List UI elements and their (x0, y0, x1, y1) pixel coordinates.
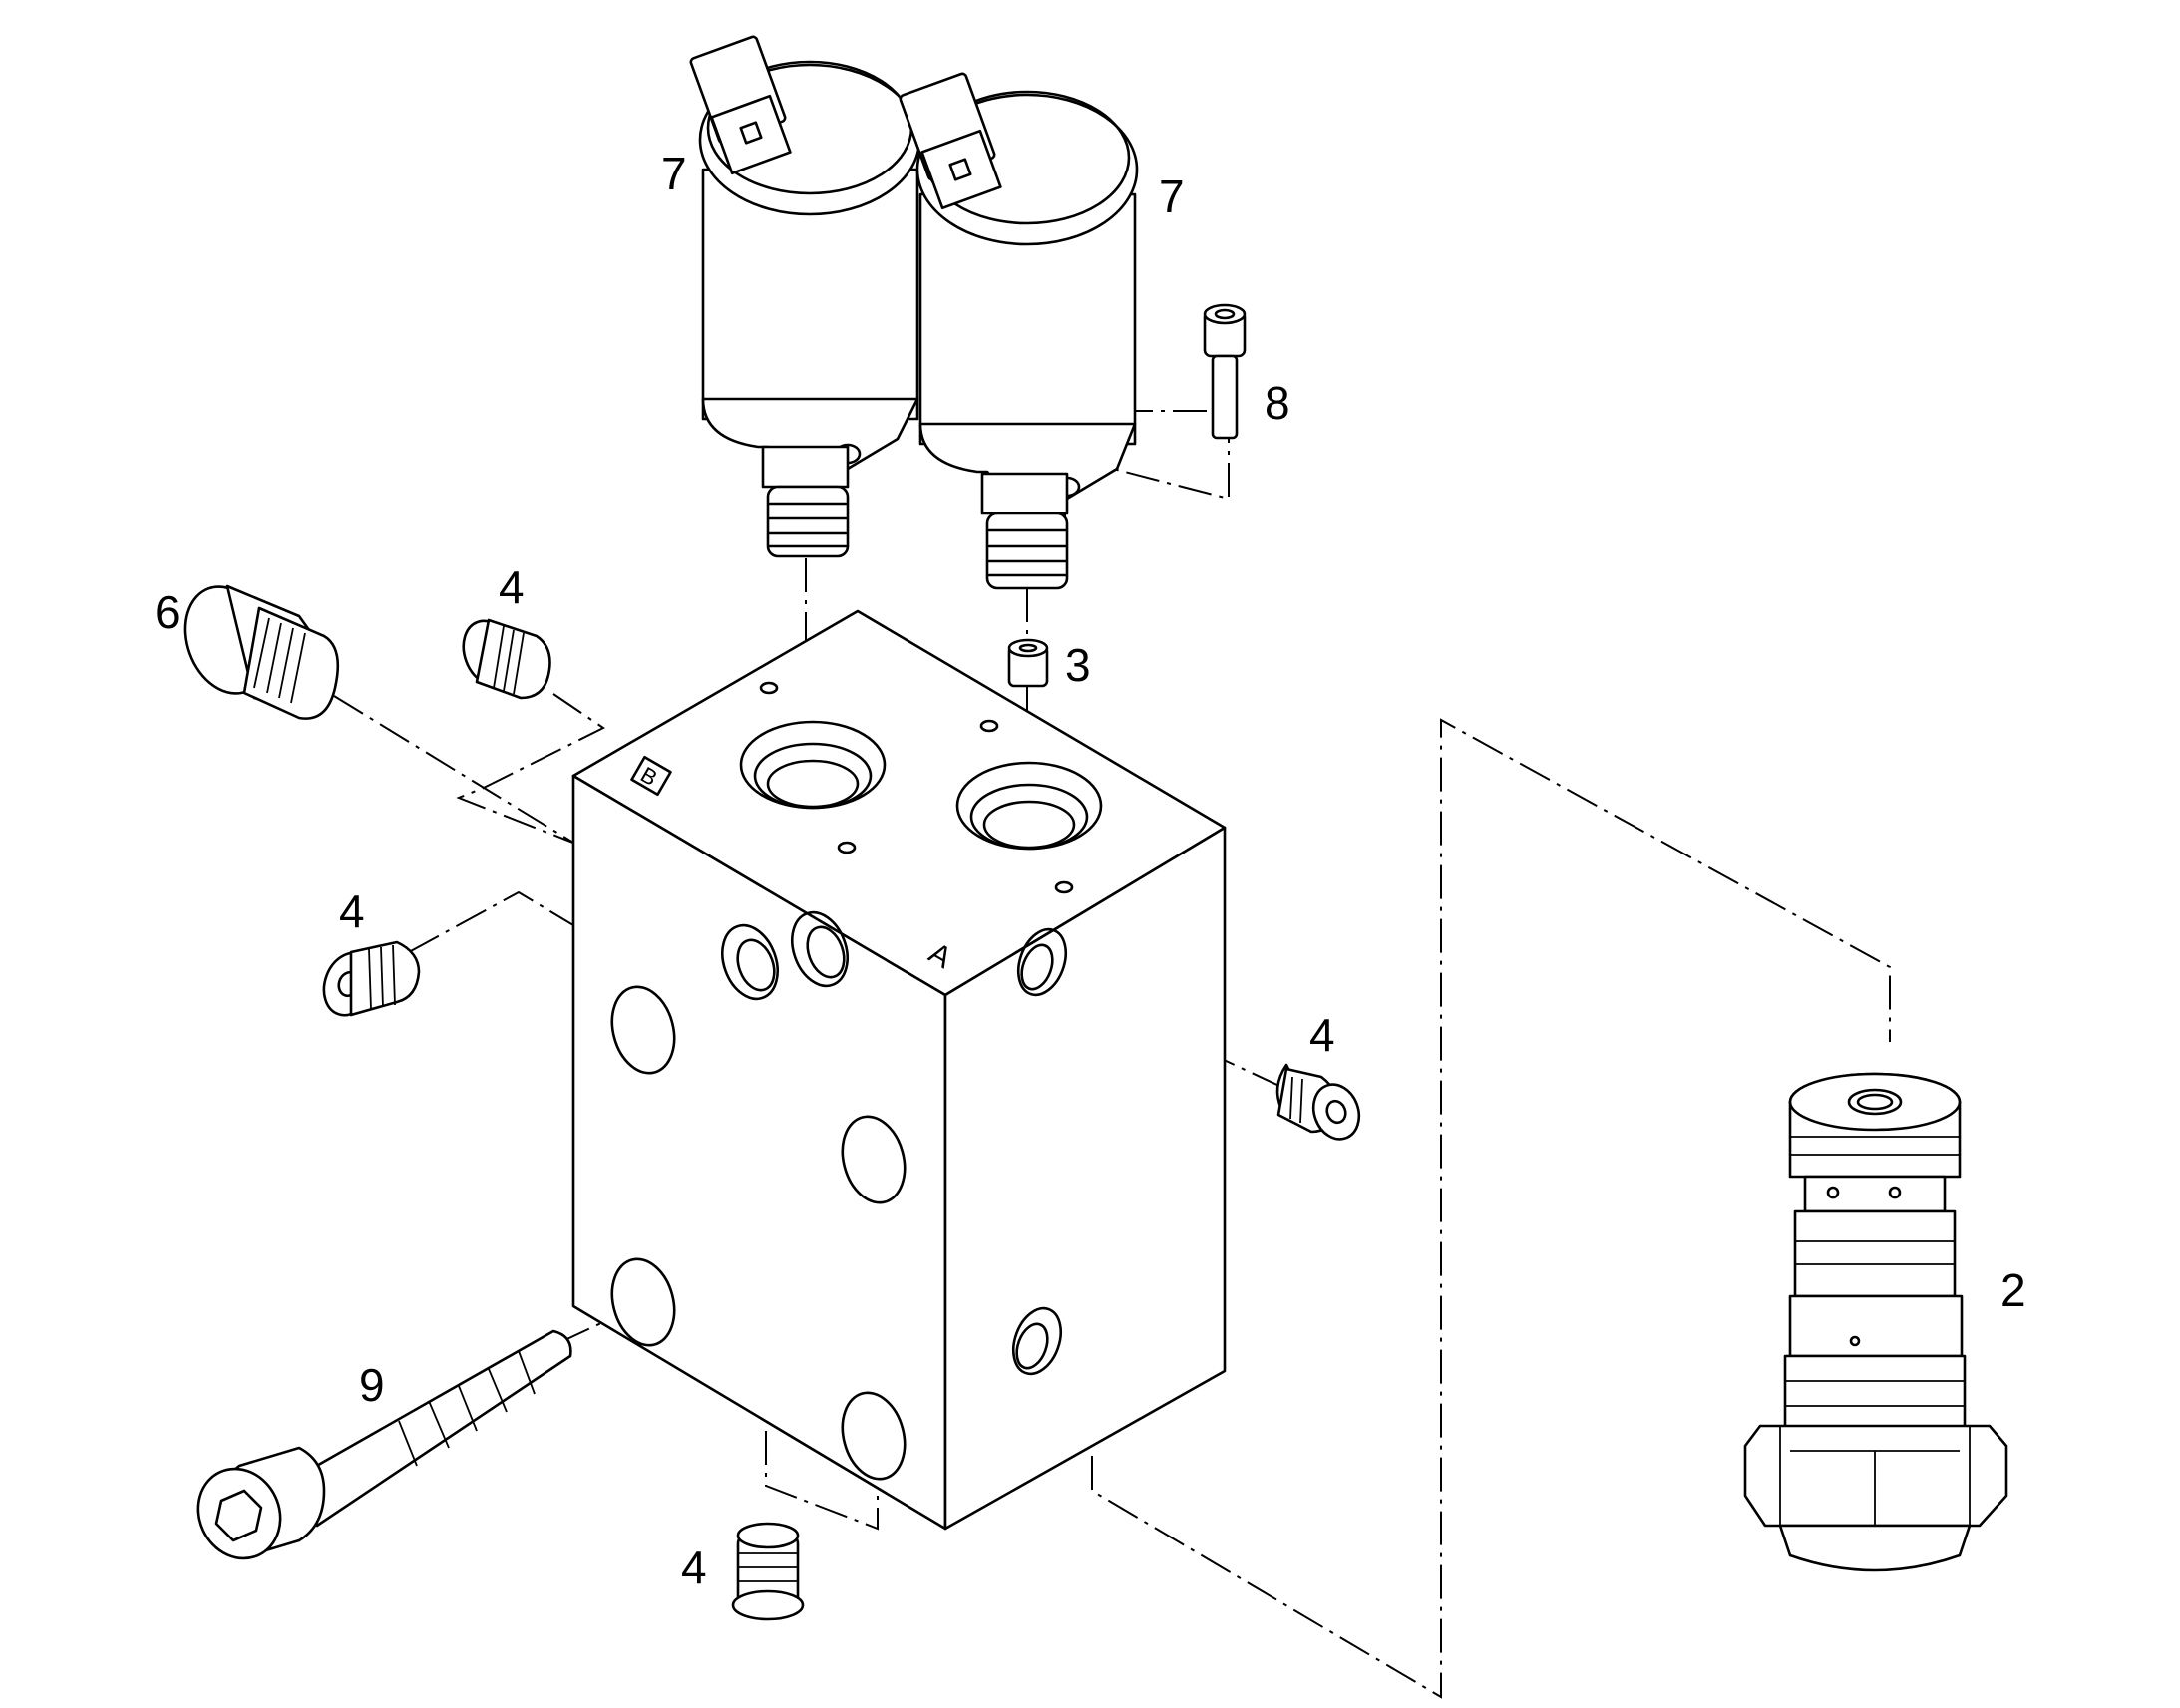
left-face-hole (841, 1115, 907, 1204)
stem-top (761, 445, 850, 489)
plug-right (1275, 1063, 1361, 1141)
top-pin-hole (759, 681, 779, 695)
connector-pin-slot (948, 158, 972, 181)
callout-plug-upper: 4 (499, 561, 525, 613)
manifold-block: B A (571, 609, 1227, 1531)
connector-face (920, 129, 1002, 210)
callout-plug-large: 6 (155, 586, 181, 638)
callout-plug-right: 4 (1309, 1009, 1335, 1061)
top-port-a (955, 761, 1103, 851)
callout-plug-left: 4 (339, 885, 365, 937)
callout-set-screw: 3 (1065, 639, 1091, 691)
axis-plug-4-bottom (765, 1431, 879, 1531)
set-screw (1007, 638, 1049, 688)
left-face-hole (610, 1257, 676, 1347)
long-bolt (196, 1329, 572, 1560)
top-pin-hole (979, 719, 999, 733)
stem-top (980, 472, 1069, 515)
plug-bottom (731, 1522, 805, 1621)
block-right-face (943, 826, 1227, 1531)
solenoid-coil-left (689, 35, 921, 558)
side-port-upper-2 (791, 910, 849, 988)
callout-long-bolt: 9 (359, 1359, 385, 1411)
axis-cartridge (1091, 718, 1891, 1699)
left-face-hole (841, 1391, 907, 1481)
left-face-hole (610, 985, 676, 1075)
top-pin-hole (1054, 880, 1074, 894)
stem-rings (985, 512, 1069, 590)
callout-solenoid-left: 7 (661, 148, 687, 199)
top-port-b (739, 720, 887, 810)
plug-large (183, 584, 339, 720)
stem-rings (766, 485, 850, 558)
solenoid-coil-right (899, 72, 1139, 590)
side-port-upper-1 (721, 923, 779, 1001)
callout-screw-small: 8 (1265, 377, 1290, 429)
callout-solenoid-right: 7 (1159, 171, 1185, 222)
callout-cartridge-valve: 2 (2000, 1264, 2026, 1316)
plug-left (322, 940, 421, 1017)
callout-plug-bottom: 4 (681, 1541, 707, 1593)
connector-face (710, 94, 792, 175)
right-face-port-upper (1016, 927, 1068, 997)
socket-screw-small (1203, 303, 1247, 440)
plug-upper (462, 618, 551, 700)
axis-plug-4-upper (456, 693, 605, 854)
connector-pin-slot (739, 121, 763, 145)
callout-labels: 7 7 8 6 4 3 4 4 2 9 4 (155, 148, 2026, 1593)
axis-plug-6 (333, 695, 574, 844)
cartridge-valve (1743, 1072, 2008, 1572)
right-face-port-lower (1011, 1306, 1063, 1376)
top-pin-hole (837, 841, 857, 854)
